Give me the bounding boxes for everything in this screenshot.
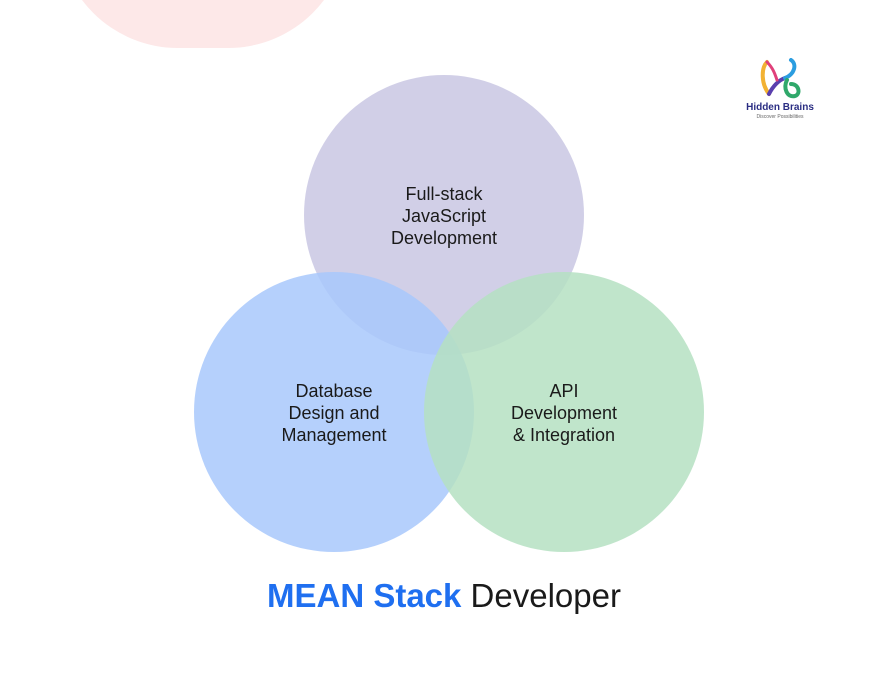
circle-label-api: API Development & Integration <box>510 381 618 445</box>
logo-name: Hidden Brains <box>746 102 814 113</box>
title-rest: Developer <box>461 577 621 614</box>
logo-tagline: Discover Possibilities <box>756 114 804 120</box>
circle-database <box>194 272 474 552</box>
page-title: MEAN Stack Developer <box>0 574 875 618</box>
circle-label-fullstack: Full-stack JavaScript Development <box>390 184 498 248</box>
circle-api <box>424 272 704 552</box>
title-accent: MEAN Stack <box>267 577 462 614</box>
logo-mark-icon <box>760 58 801 99</box>
brand-logo: Hidden Brains Discover Possibilities <box>740 58 820 122</box>
circle-label-database: Database Design and Management <box>281 381 387 445</box>
